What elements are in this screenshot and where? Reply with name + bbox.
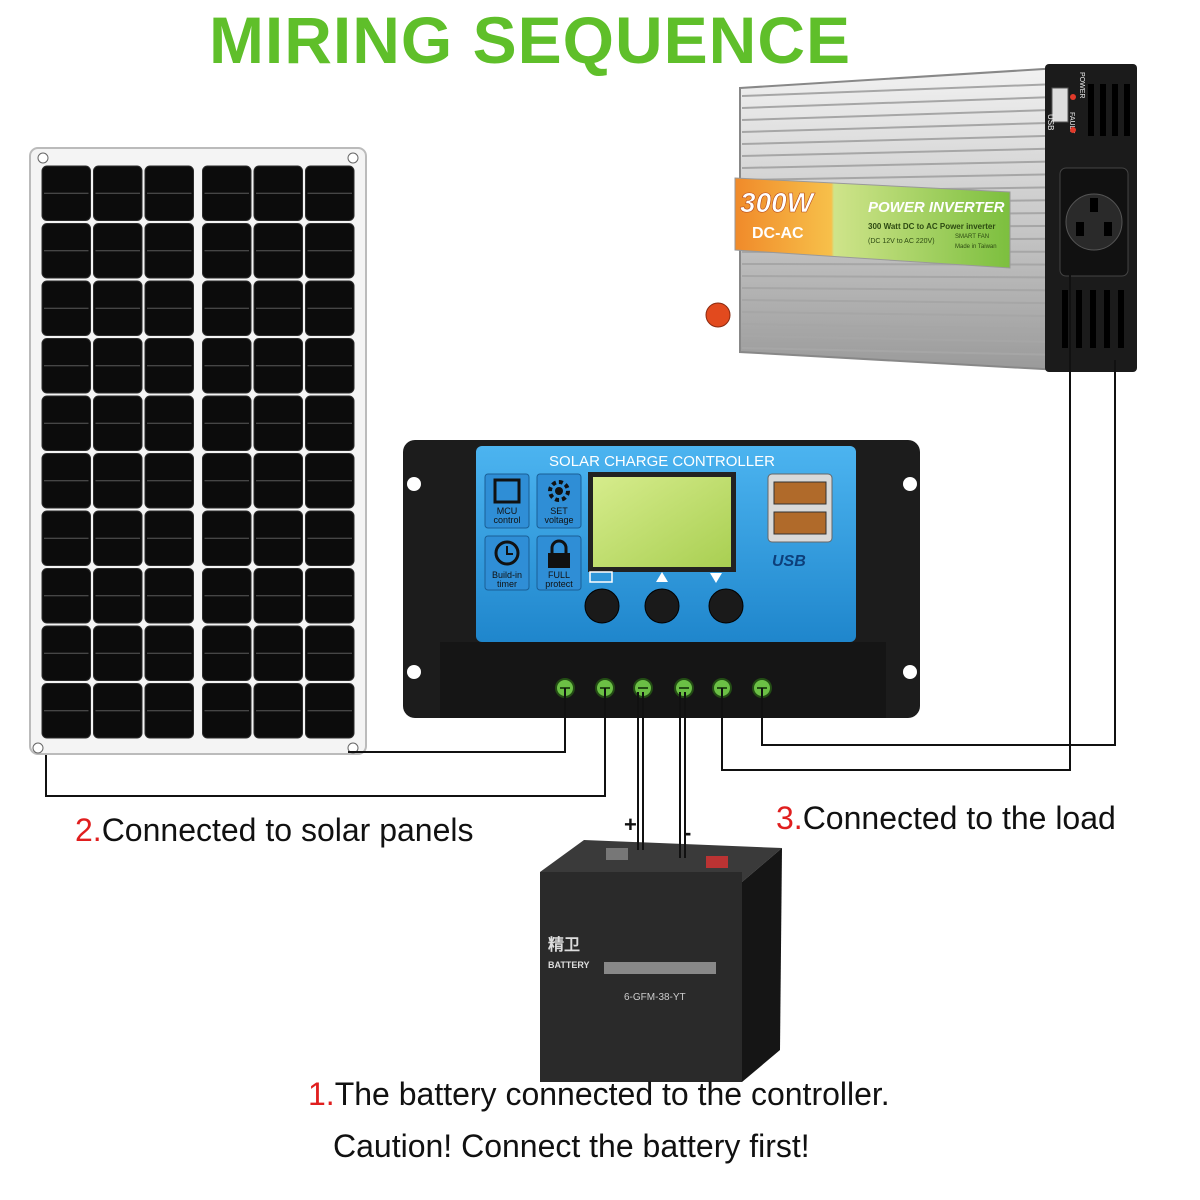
battery-label-strip: [604, 962, 716, 974]
mounting-hole: [407, 477, 421, 491]
inverter-line2: (DC 12V to AC 220V): [868, 238, 935, 245]
step-number: 2.: [75, 812, 102, 848]
step-2-caption: 2.Connected to solar panels: [75, 812, 473, 849]
inverter-type: DC-AC: [752, 225, 804, 242]
solar-panel: [29, 147, 367, 755]
feature-label: protect: [545, 579, 573, 589]
step-number: 1.: [308, 1076, 335, 1112]
menu-button[interactable]: [584, 588, 620, 624]
power-inverter: 300W DC-AC POWER INVERTER 300 Watt DC to…: [705, 64, 1137, 372]
socket-pin-slot: [1090, 198, 1098, 212]
heat-sink-fin: [741, 121, 1059, 133]
solar-charge-controller: SOLAR CHARGE CONTROLLER MCU control SET …: [403, 440, 920, 718]
down-arrow-icon: [710, 573, 722, 583]
step-1-caption: 1.The battery connected to the controlle…: [308, 1076, 890, 1113]
solar-wire-negative: [45, 688, 606, 797]
mounting-hole: [407, 665, 421, 679]
load-wire-2: [761, 360, 1116, 746]
battery-positive-terminal: [606, 848, 628, 860]
feature-label: Build-in: [492, 570, 522, 580]
inverter-fault-label: FAULT: [1068, 112, 1075, 134]
battery-model: 6-GFM-38-YT: [624, 992, 686, 1003]
terminal-block: [440, 642, 886, 718]
battery-brand: BATTERY: [548, 960, 590, 970]
battery-front: [540, 872, 742, 1082]
controller-title: SOLAR CHARGE CONTROLLER: [549, 453, 775, 470]
step-text: Connected to solar panels: [101, 812, 474, 848]
menu-icon: [589, 571, 613, 583]
heat-sink-fin: [741, 323, 1059, 331]
negative-sign: -: [684, 820, 691, 845]
mounting-hole: [32, 742, 44, 754]
feature-label: control: [493, 515, 520, 525]
inverter-line1: 300 Watt DC to AC Power inverter: [868, 222, 995, 231]
heat-sink-fin: [741, 160, 1059, 169]
inverter-terminal-cap: [705, 302, 731, 328]
socket-pin-slot: [1104, 222, 1112, 236]
heat-sink-fin: [741, 83, 1059, 97]
battery-side: [742, 848, 782, 1082]
heat-sink-fin: [741, 347, 1059, 356]
chip-icon: [493, 478, 521, 504]
feature-label: MCU: [497, 506, 518, 516]
battery-top: [540, 840, 782, 882]
feature-label: FULL: [548, 570, 570, 580]
step-number: 3.: [776, 800, 803, 836]
power-led: [1070, 127, 1076, 133]
lcd-display: [593, 477, 731, 567]
gear-icon: [548, 480, 570, 502]
heat-sink-fin: [741, 173, 1059, 181]
heat-sink-fin: [741, 108, 1059, 121]
down-button[interactable]: [708, 588, 744, 624]
positive-sign: +: [624, 812, 637, 837]
battery-negative-terminal: [706, 856, 728, 868]
usb-port[interactable]: [773, 481, 827, 505]
step-text: The battery connected to the controller.: [334, 1076, 890, 1112]
mounting-hole: [37, 152, 49, 164]
battery-brand-cn: 精卫: [548, 935, 580, 954]
page-title: MIRING SEQUENCE: [208, 3, 852, 77]
heat-sink-fin: [741, 311, 1059, 318]
heat-sink-fin: [741, 335, 1059, 343]
usb-port[interactable]: [773, 511, 827, 535]
lock-icon: [548, 539, 570, 568]
inverter-vents: [1062, 84, 1130, 348]
inverter-power-led-label: POWER: [1078, 72, 1085, 98]
feature-label: voltage: [544, 515, 573, 525]
inverter-power: 300W: [740, 187, 816, 218]
heat-sink-fin: [741, 95, 1059, 109]
up-arrow-icon: [656, 572, 668, 582]
heat-sink-fin: [741, 287, 1059, 292]
heat-sink-fin: [741, 275, 1059, 279]
fault-led: [1070, 94, 1076, 100]
solar-wire-positive: [348, 688, 566, 753]
wires: [45, 240, 1116, 858]
heat-sink-fin: [741, 299, 1059, 305]
clock-icon: [494, 540, 520, 566]
usb-logo: USB: [772, 553, 806, 570]
up-button[interactable]: [644, 588, 680, 624]
feature-label: SET: [550, 506, 568, 516]
usb-port: [1051, 87, 1069, 123]
step-3-caption: 3.Connected to the load: [776, 800, 1116, 837]
feature-icons: MCU control SET voltage Build-in timer F…: [484, 473, 582, 591]
heat-sink-fin: [741, 263, 1059, 266]
mounting-hole: [903, 665, 917, 679]
step-text: Connected to the load: [802, 800, 1116, 836]
inverter-banner-title: POWER INVERTER: [868, 199, 1005, 216]
mounting-hole: [903, 477, 917, 491]
heat-sink-fin: [741, 134, 1059, 145]
inverter-label-banner: [734, 177, 1011, 269]
caution-text: Caution! Connect the battery first!: [333, 1128, 810, 1164]
inverter-usb-label: USB: [1046, 114, 1055, 130]
mounting-hole: [347, 152, 359, 164]
battery: 精卫 BATTERY 6-GFM-38-YT + -: [540, 812, 782, 1082]
inverter-smart-fan: SMART FAN: [955, 234, 989, 240]
heat-sink-fin: [741, 147, 1059, 157]
feature-label: timer: [497, 579, 517, 589]
socket-pin-slot: [1076, 222, 1084, 236]
load-wire-1: [721, 240, 1071, 771]
inverter-made-in: Made in Taiwan: [955, 244, 997, 250]
